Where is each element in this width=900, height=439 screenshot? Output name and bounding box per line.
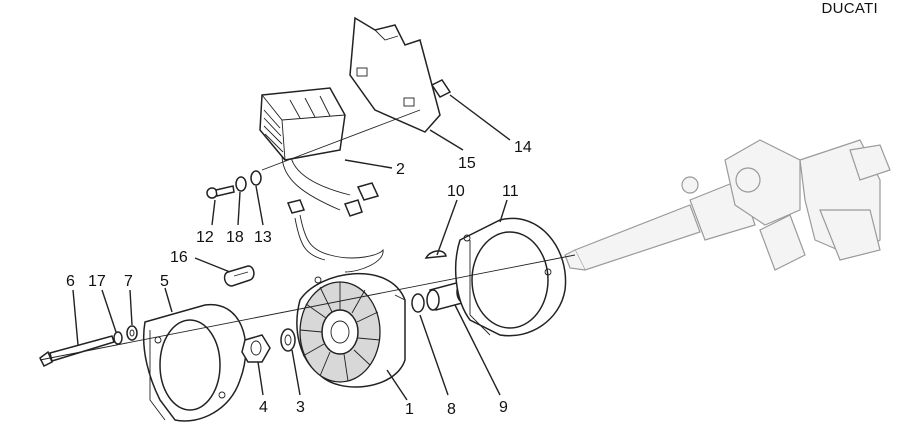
- rear-cover: [454, 217, 567, 337]
- wiring-harness: [281, 149, 384, 273]
- brand-logo-text: DUCATI: [821, 0, 878, 17]
- label-11: 11: [502, 183, 519, 200]
- grommet: [223, 265, 255, 287]
- callout-numbers: 1 2 3 4 5 6 7 8 9 10 11 12 13 14 15 16 1…: [66, 139, 532, 418]
- washer-13: [250, 170, 262, 186]
- label-2: 2: [396, 161, 405, 178]
- stator-rotor: [296, 272, 406, 388]
- circlip: [411, 293, 425, 313]
- label-3: 3: [296, 399, 305, 416]
- label-13: 13: [254, 229, 272, 246]
- label-18: 18: [226, 229, 244, 246]
- label-1: 1: [405, 401, 414, 418]
- leader-lines: [72, 94, 511, 401]
- washer-18: [235, 176, 247, 192]
- label-5: 5: [160, 273, 169, 290]
- nut: [241, 334, 271, 363]
- label-4: 4: [259, 399, 268, 416]
- label-10: 10: [447, 183, 465, 200]
- label-15: 15: [458, 155, 476, 172]
- label-17: 17: [88, 273, 106, 290]
- washer-17: [113, 331, 123, 345]
- label-7: 7: [124, 273, 133, 290]
- clip: [430, 79, 452, 98]
- voltage-regulator: [259, 87, 346, 161]
- label-16: 16: [170, 249, 188, 266]
- label-8: 8: [447, 401, 456, 418]
- washer-3: [280, 328, 296, 352]
- woodruff-key: [424, 250, 447, 259]
- bolt-12: [206, 185, 235, 199]
- label-6: 6: [66, 273, 75, 290]
- bracket-plate: [349, 16, 441, 133]
- washer-7: [126, 325, 138, 341]
- label-9: 9: [499, 399, 508, 416]
- front-cover: [142, 303, 247, 422]
- label-12: 12: [196, 229, 214, 246]
- crankshaft: [564, 139, 891, 271]
- label-14: 14: [514, 139, 532, 156]
